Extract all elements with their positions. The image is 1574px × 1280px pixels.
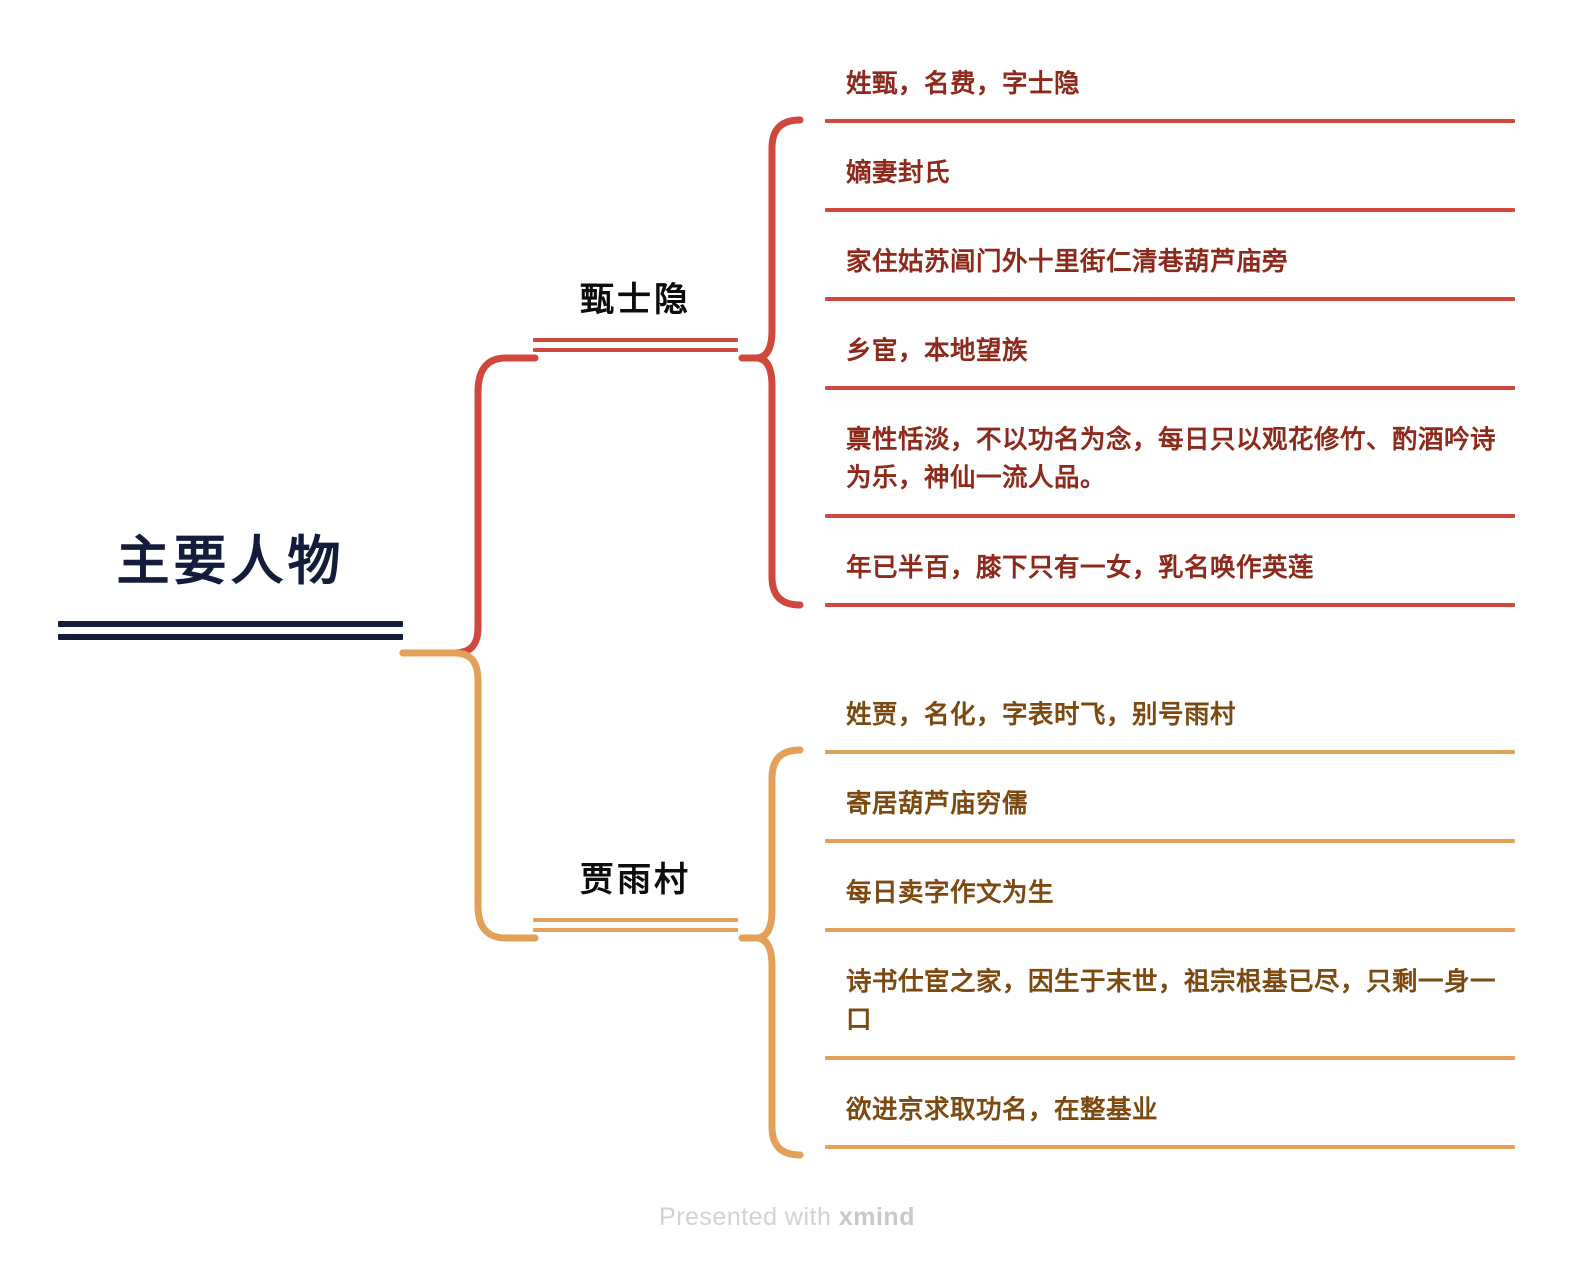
root-node[interactable]: 主要人物 [58, 531, 403, 641]
leaf-node-text: 姓甄，名费，字士隐 [846, 69, 1081, 99]
branch-zhen-underline-bar-1 [533, 338, 738, 343]
root-node-underline [58, 621, 403, 641]
leaf-node-text: 年已半百，膝下只有一女，乳名唤作英莲 [846, 553, 1315, 583]
leaf-node-text: 乡宦，本地望族 [846, 336, 1029, 366]
leaf-node[interactable]: 乡宦，本地望族 [846, 333, 1518, 371]
brace-zhen [752, 116, 804, 609]
branch-jia-underline-bar-1 [533, 918, 738, 923]
leaf-underline [825, 119, 1515, 123]
root-node-label: 主要人物 [116, 531, 345, 592]
leaf-node[interactable]: 姓贾，名化，字表时飞，别号雨村 [846, 697, 1518, 735]
branch-node-jia[interactable]: 贾雨村 [533, 860, 738, 933]
leaf-node[interactable]: 姓甄，名费，字士隐 [846, 66, 1518, 104]
leaf-node-text: 嫡妻封氏 [846, 158, 951, 188]
leaf-underline [825, 208, 1515, 212]
leaf-underline [825, 839, 1515, 843]
leaf-node[interactable]: 每日卖字作文为生 [846, 875, 1518, 913]
footer-watermark: Presented with xmind [0, 1203, 1574, 1232]
leaf-underline [825, 1145, 1515, 1149]
leaf-node[interactable]: 诗书仕宦之家，因生于末世，祖宗根基已尽，只剩一身一口 [846, 964, 1518, 1039]
branch-node-jia-underline [533, 918, 738, 933]
leaf-underline [825, 928, 1515, 932]
leaf-underline [825, 1056, 1515, 1060]
leaf-node-text: 每日卖字作文为生 [846, 878, 1055, 908]
leaf-underline [825, 297, 1515, 301]
connector-root-to-zhen [399, 354, 539, 657]
leaf-node[interactable]: 家住姑苏阊门外十里街仁清巷葫芦庙旁 [846, 244, 1518, 282]
connector-root-to-jia [399, 649, 539, 942]
leaf-node-text: 欲进京求取功名，在整基业 [846, 1095, 1159, 1125]
root-underline-bar-1 [58, 621, 403, 628]
leaf-node-text: 禀性恬淡，不以功名为念，每日只以观花修竹、酌酒吟诗为乐，神仙一流人品。 [846, 425, 1497, 493]
leaf-node[interactable]: 寄居葫芦庙穷儒 [846, 786, 1518, 824]
brace-jia [752, 746, 804, 1159]
branch-node-jia-label: 贾雨村 [580, 860, 691, 900]
leaf-underline [825, 386, 1515, 390]
footer-prefix-text: Presented with [659, 1203, 839, 1231]
branch-zhen-underline-bar-2 [533, 348, 738, 353]
branch-node-zhen-label: 甄士隐 [580, 280, 691, 320]
leaf-underline [825, 514, 1515, 518]
leaf-node-text: 家住姑苏阊门外十里街仁清巷葫芦庙旁 [846, 247, 1289, 277]
leaf-node-text: 寄居葫芦庙穷儒 [846, 789, 1029, 819]
leaf-node[interactable]: 年已半百，膝下只有一女，乳名唤作英莲 [846, 550, 1518, 588]
branch-jia-underline-bar-2 [533, 928, 738, 933]
branch-node-zhen[interactable]: 甄士隐 [533, 280, 738, 353]
xmind-brand-label: xmind [838, 1203, 915, 1231]
leaf-underline [825, 603, 1515, 607]
root-underline-bar-2 [58, 634, 403, 641]
leaf-node[interactable]: 禀性恬淡，不以功名为念，每日只以观花修竹、酌酒吟诗为乐，神仙一流人品。 [846, 422, 1518, 497]
branch-node-zhen-underline [533, 338, 738, 353]
leaf-node-text: 诗书仕宦之家，因生于末世，祖宗根基已尽，只剩一身一口 [846, 967, 1497, 1035]
leaf-underline [825, 750, 1515, 754]
leaf-node[interactable]: 欲进京求取功名，在整基业 [846, 1092, 1518, 1130]
leaf-node-text: 姓贾，名化，字表时飞，别号雨村 [846, 700, 1237, 730]
leaf-node[interactable]: 嫡妻封氏 [846, 155, 1518, 193]
